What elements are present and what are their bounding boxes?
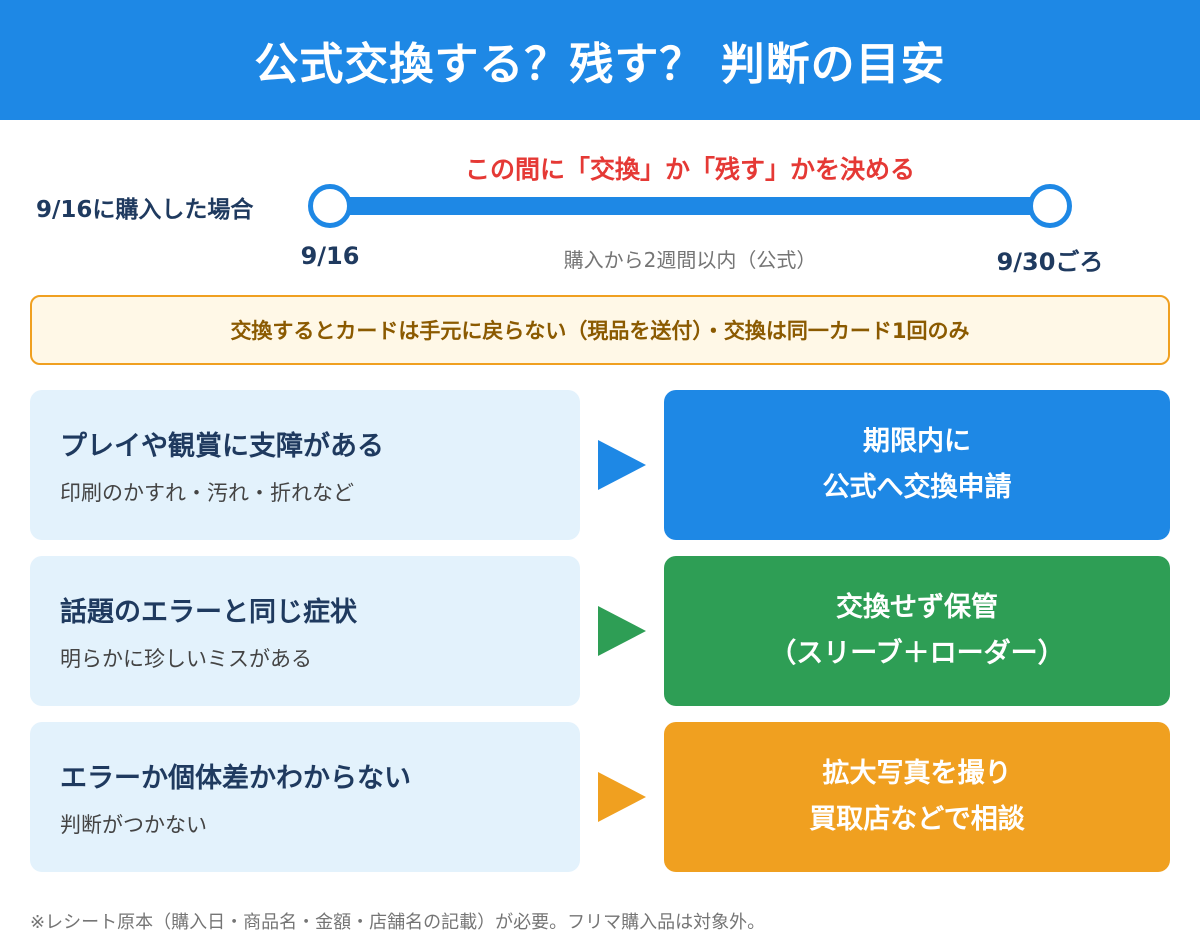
condition-subtext: 明らかに珍しいミスがある — [60, 646, 312, 671]
action-line: 交換せず保管 — [836, 592, 998, 623]
action-line: 買取店などで相談 — [809, 804, 1025, 835]
timeline-period-note: 購入から2週間以内（公式） — [563, 248, 817, 272]
condition-subtext: 判断がつかない — [60, 812, 207, 837]
action-line: 拡大写真を撮り — [822, 758, 1012, 789]
arrow-right-icon — [598, 440, 646, 490]
condition-title: エラーか個体差かわからない — [60, 762, 411, 794]
page-title: 公式交換する？残す？ 判断の目安 — [254, 39, 946, 90]
footnote: ※レシート原本（購入日・商品名・金額・店舗名の記載）が必要。フリマ購入品は対象外… — [30, 912, 766, 933]
action-card-keep: 交換せず保管 （スリーブ＋ローダー） — [664, 556, 1170, 706]
action-line: （スリーブ＋ローダー） — [769, 638, 1065, 669]
timeline-start-marker — [308, 184, 352, 228]
notice-box: 交換するとカードは手元に戻らない（現品を送付）・交換は同一カード1回のみ — [30, 295, 1170, 365]
timeline-end-marker — [1028, 184, 1072, 228]
condition-card-unsure: エラーか個体差かわからない 判断がつかない — [30, 722, 580, 872]
purchase-date-label: 9/16に購入した場合 — [36, 197, 254, 223]
notice-text: 交換するとカードは手元に戻らない（現品を送付）・交換は同一カード1回のみ — [230, 319, 970, 343]
header-banner: 公式交換する？残す？ 判断の目安 — [0, 0, 1200, 120]
timeline-start-date: 9/16 — [300, 242, 360, 270]
condition-subtext: 印刷のかすれ・汚れ・折れなど — [60, 480, 354, 505]
condition-card-playback-issue: プレイや観賞に支障がある 印刷のかすれ・汚れ・折れなど — [30, 390, 580, 540]
action-line: 期限内に — [863, 426, 971, 457]
condition-card-known-error: 話題のエラーと同じ症状 明らかに珍しいミスがある — [30, 556, 580, 706]
condition-title: プレイや観賞に支障がある — [60, 430, 384, 462]
action-line: 公式へ交換申請 — [822, 472, 1012, 503]
arrow-right-icon — [598, 772, 646, 822]
arrow-right-icon — [598, 606, 646, 656]
timeline-track — [330, 197, 1050, 215]
action-card-consult: 拡大写真を撮り 買取店などで相談 — [664, 722, 1170, 872]
condition-title: 話題のエラーと同じ症状 — [60, 596, 357, 628]
timeline-end-date: 9/30ごろ — [996, 248, 1104, 276]
timeline-caption: この間に「交換」か「残す」かを決める — [464, 155, 915, 184]
action-card-exchange: 期限内に 公式へ交換申請 — [664, 390, 1170, 540]
